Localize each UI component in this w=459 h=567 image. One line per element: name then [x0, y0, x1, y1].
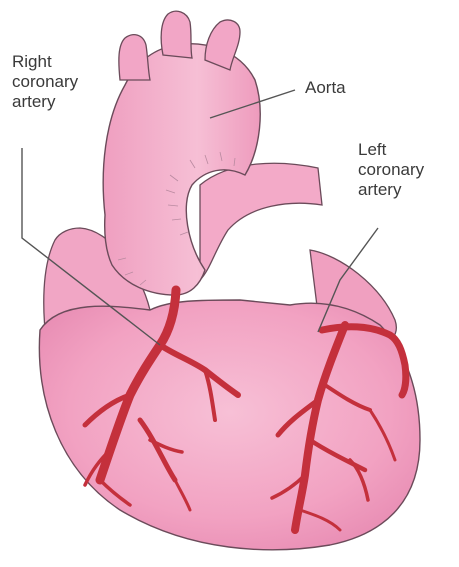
aortic-branch-left [119, 35, 150, 80]
left-coronary-line-3: artery [358, 180, 424, 200]
left-coronary-line-1: Left [358, 140, 424, 160]
right-coronary-line-3: artery [12, 92, 78, 112]
aorta-text: Aorta [305, 78, 346, 97]
right-coronary-line-1: Right [12, 52, 78, 72]
left-coronary-artery-label: Left coronary artery [358, 140, 424, 200]
ventricles [39, 300, 420, 550]
aortic-branch-middle [161, 11, 192, 58]
aorta-label: Aorta [305, 78, 346, 98]
right-coronary-line-2: coronary [12, 72, 78, 92]
pulmonary-artery [200, 163, 322, 280]
right-coronary-artery-label: Right coronary artery [12, 52, 78, 112]
left-coronary-line-2: coronary [358, 160, 424, 180]
aorta-vessel [103, 44, 260, 295]
